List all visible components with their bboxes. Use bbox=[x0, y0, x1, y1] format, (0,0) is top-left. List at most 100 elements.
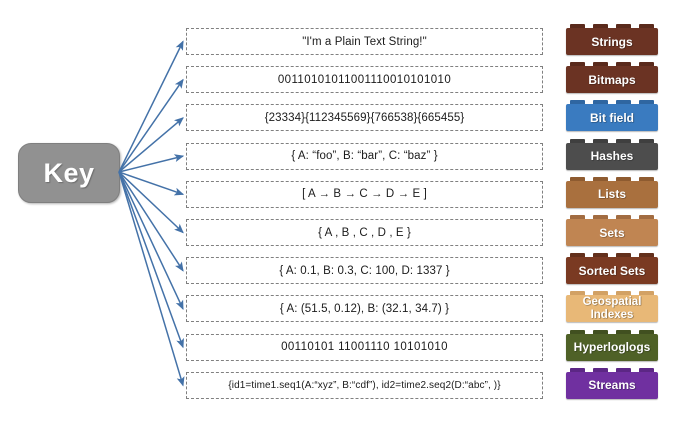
brick-stud bbox=[616, 367, 631, 373]
type-brick-label: Streams bbox=[588, 378, 636, 393]
brick-stud bbox=[593, 367, 608, 373]
type-brick-label: Bitmaps bbox=[588, 72, 636, 87]
brick-stud bbox=[593, 24, 608, 29]
type-brick-label: Sorted Sets bbox=[578, 263, 646, 278]
type-brick-sets[interactable]: Sets bbox=[566, 219, 658, 246]
type-brick-label: Strings bbox=[591, 34, 633, 49]
brick-stud bbox=[570, 291, 585, 297]
brick-stud bbox=[570, 367, 585, 373]
brick-stud bbox=[639, 62, 654, 68]
key-to-value-arrow bbox=[118, 171, 185, 387]
brick-stud bbox=[593, 176, 608, 182]
value-text: { A: 0.1, B: 0.3, C: 100, D: 1337 } bbox=[279, 264, 450, 277]
brick-stud bbox=[639, 291, 654, 297]
value-text: 00110101011001110010101010 bbox=[277, 73, 452, 86]
brick-stud bbox=[593, 100, 608, 106]
value-text: [ A → B → C → D → E ] bbox=[302, 188, 427, 201]
key-to-value-arrow bbox=[118, 171, 185, 196]
value-text: { A , B , C , D , E } bbox=[318, 226, 411, 239]
brick-stud bbox=[593, 62, 608, 68]
brick-stud bbox=[639, 329, 654, 335]
brick-studs bbox=[566, 24, 658, 29]
key-to-value-arrow bbox=[118, 78, 184, 173]
brick-stud bbox=[616, 291, 631, 297]
brick-stud bbox=[593, 329, 608, 335]
key-node-label: Key bbox=[43, 157, 95, 188]
key-to-value-arrow bbox=[118, 171, 184, 234]
value-box: 00110101 11001110 10101010 bbox=[186, 333, 543, 361]
key-to-value-arrow bbox=[118, 171, 184, 349]
value-box: [ A → B → C → D → E ] bbox=[186, 180, 543, 208]
value-text: 00110101 11001110 10101010 bbox=[281, 341, 448, 354]
type-brick-strings[interactable]: Strings bbox=[566, 28, 658, 55]
brick-stud bbox=[593, 291, 608, 297]
brick-studs bbox=[566, 291, 658, 297]
value-box: "I'm a Plain Text String!" bbox=[186, 28, 543, 55]
brick-studs bbox=[566, 62, 658, 68]
brick-stud bbox=[570, 100, 585, 106]
brick-stud bbox=[639, 367, 654, 373]
value-box: { A: (51.5, 0.12), B: (32.1, 34.7) } bbox=[186, 295, 543, 323]
brick-studs bbox=[566, 253, 658, 259]
value-box: { A: “foo”, B: “bar”, C: “baz” } bbox=[186, 142, 543, 170]
value-box: { A , B , C , D , E } bbox=[186, 219, 543, 246]
type-brick-label: Sets bbox=[599, 225, 625, 240]
value-text: { A: “foo”, B: “bar”, C: “baz” } bbox=[291, 150, 438, 163]
key-to-value-arrow bbox=[118, 171, 184, 310]
key-node[interactable]: Key bbox=[18, 143, 120, 203]
type-brick-label: Geospatial Indexes bbox=[582, 296, 642, 321]
key-to-value-arrow bbox=[118, 154, 185, 173]
brick-stud bbox=[616, 176, 631, 182]
brick-stud bbox=[570, 176, 585, 182]
brick-stud bbox=[570, 329, 585, 335]
type-brick-lists[interactable]: Lists bbox=[566, 180, 658, 208]
brick-stud bbox=[616, 329, 631, 335]
type-brick-label: Hashes bbox=[590, 149, 634, 164]
type-brick-label: Bit field bbox=[590, 110, 634, 125]
type-brick-hashes[interactable]: Hashes bbox=[566, 142, 658, 170]
brick-stud bbox=[593, 215, 608, 220]
type-brick-sorted-sets[interactable]: Sorted Sets bbox=[566, 257, 658, 285]
value-box: {23334}{112345569}{766538}{665455} bbox=[186, 104, 543, 132]
key-to-value-arrow bbox=[118, 40, 184, 173]
type-brick-streams[interactable]: Streams bbox=[566, 371, 658, 399]
value-text: {id1=time1.seq1(A:“xyz”, B:“cdf”), id2=t… bbox=[228, 379, 501, 391]
key-to-value-arrow bbox=[118, 171, 184, 272]
type-brick-hyperloglogs[interactable]: Hyperloglogs bbox=[566, 333, 658, 361]
brick-stud bbox=[616, 253, 631, 259]
brick-stud bbox=[639, 24, 654, 29]
type-brick-bit-field[interactable]: Bit field bbox=[566, 104, 658, 132]
brick-stud bbox=[570, 215, 585, 220]
brick-stud bbox=[570, 253, 585, 259]
brick-stud bbox=[570, 24, 585, 29]
brick-stud bbox=[570, 62, 585, 68]
brick-stud bbox=[616, 138, 631, 144]
brick-stud bbox=[570, 138, 585, 144]
brick-studs bbox=[566, 176, 658, 182]
brick-stud bbox=[639, 253, 654, 259]
brick-stud bbox=[639, 138, 654, 144]
key-to-value-arrow bbox=[118, 117, 184, 173]
type-brick-label: Hyperloglogs bbox=[573, 340, 651, 355]
value-text: "I'm a Plain Text String!" bbox=[302, 35, 427, 48]
brick-studs bbox=[566, 215, 658, 220]
type-brick-label: Lists bbox=[597, 187, 626, 202]
brick-stud bbox=[616, 215, 631, 220]
brick-stud bbox=[593, 138, 608, 144]
value-box: { A: 0.1, B: 0.3, C: 100, D: 1337 } bbox=[186, 257, 543, 285]
brick-studs bbox=[566, 138, 658, 144]
type-brick-geospatial-indexes[interactable]: Geospatial Indexes bbox=[566, 295, 658, 323]
brick-studs bbox=[566, 367, 658, 373]
brick-stud bbox=[593, 253, 608, 259]
value-text: { A: (51.5, 0.12), B: (32.1, 34.7) } bbox=[279, 302, 450, 315]
brick-stud bbox=[616, 24, 631, 29]
type-brick-bitmaps[interactable]: Bitmaps bbox=[566, 66, 658, 94]
brick-studs bbox=[566, 100, 658, 106]
brick-stud bbox=[639, 215, 654, 220]
value-text: {23334}{112345569}{766538}{665455} bbox=[264, 111, 465, 124]
brick-stud bbox=[616, 100, 631, 106]
value-box: 00110101011001110010101010 bbox=[186, 66, 543, 94]
brick-stud bbox=[639, 176, 654, 182]
brick-stud bbox=[616, 62, 631, 68]
